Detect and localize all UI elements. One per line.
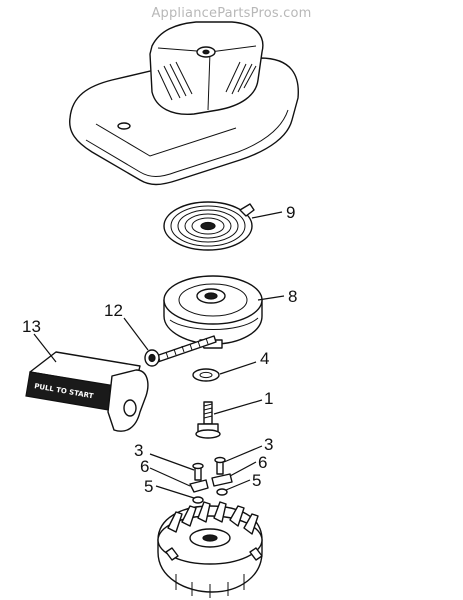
pawl-spring-left [192,496,204,504]
leader-5-left [155,485,195,499]
pawl-left [189,479,209,493]
leader-8 [257,295,285,301]
callout-5-right: 5 [252,471,261,490]
leader-3-right [223,445,263,463]
leader-9 [251,211,283,219]
watermark: AppliancePartsPros.com [151,6,312,21]
pawl-screw-left [192,462,204,481]
callout-6-right: 6 [258,453,267,472]
leader-3-left [149,453,195,471]
leader-12 [123,317,149,351]
pawl-screw-right [214,456,226,475]
leader-lines [33,211,285,499]
callout-9: 9 [286,203,295,222]
leader-4 [219,361,257,375]
callout-13: 13 [22,317,41,336]
callout-4: 4 [260,349,269,368]
recoil-housing [69,21,299,186]
pawl-spring-right [216,488,228,496]
starter-pulley [163,275,263,349]
center-bolt [195,401,221,439]
leader-5-right [225,479,251,491]
callout-1: 1 [264,389,273,408]
callout-3-right: 3 [264,435,273,454]
leader-13 [33,333,57,363]
washer [192,368,220,382]
starter-rope [144,335,217,367]
leader-6-left [149,467,191,487]
flywheel [157,501,263,598]
callout-12: 12 [104,301,123,320]
callout-3-left: 3 [134,441,143,460]
callout-5-left: 5 [144,477,153,496]
leader-1 [213,399,263,415]
callout-8: 8 [288,287,297,306]
pawl-right [211,473,233,487]
leader-6-right [229,461,257,477]
recoil-spring [163,201,255,251]
callouts: 9 8 12 13 4 1 3 3 6 6 5 5 [22,203,297,496]
pull-handle: PULL TO START [25,351,149,432]
callout-6-left: 6 [140,457,149,476]
